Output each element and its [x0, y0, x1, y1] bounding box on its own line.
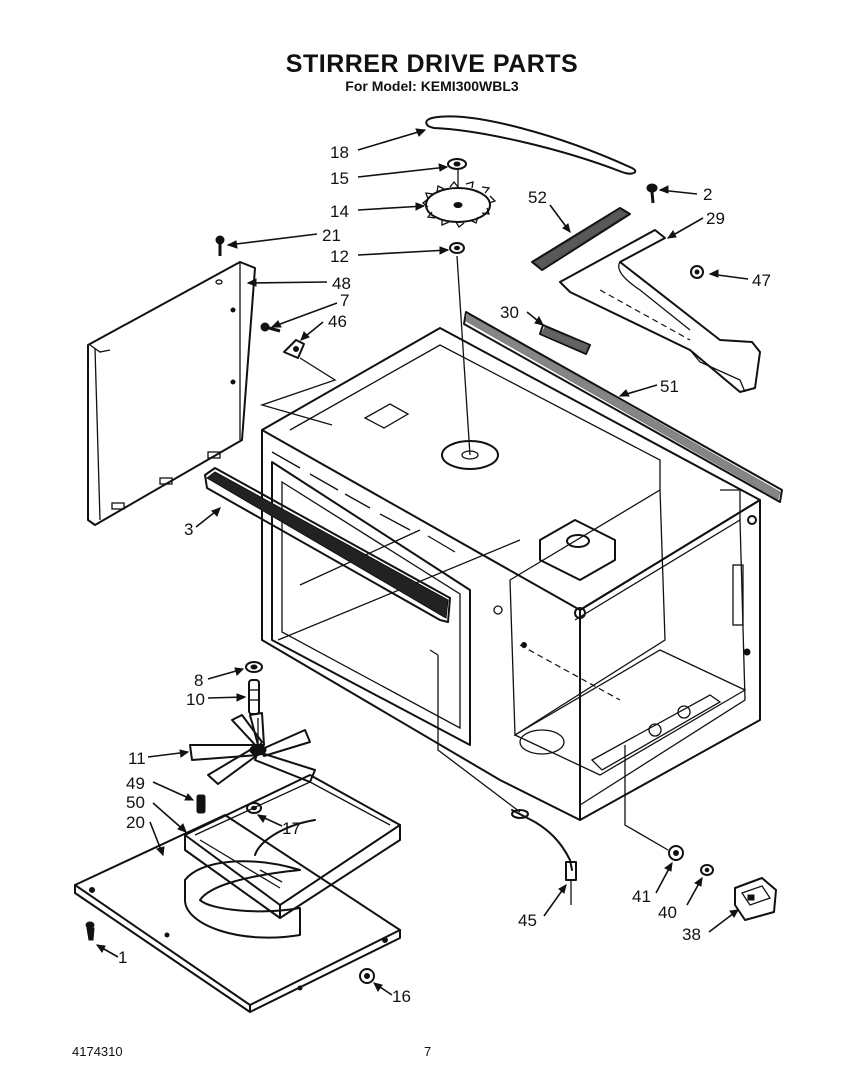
part-49-pin: [196, 794, 206, 814]
part-10-shaft: [248, 679, 260, 715]
wire-guide-line: [437, 655, 521, 813]
part-48-side-panel: [87, 261, 256, 526]
callout-48: 48: [332, 274, 351, 293]
callout-46: 46: [328, 312, 347, 331]
callout-16: 16: [392, 987, 411, 1006]
callout-38: 38: [682, 925, 701, 944]
callout-1: 1: [118, 948, 127, 967]
callout-41: 41: [632, 887, 651, 906]
assembly-guide-line: [259, 357, 337, 426]
assembly-dash-line: [519, 644, 621, 701]
part-52-bracket: [531, 207, 631, 271]
callout-20: 20: [126, 813, 145, 832]
part-50-cover: [184, 774, 401, 939]
callout-12: 12: [330, 247, 349, 266]
part-51-rail: [463, 311, 783, 503]
part-47-nut: [690, 265, 704, 279]
part-8-nut: [245, 661, 263, 673]
callout-14: 14: [330, 202, 349, 221]
callout-11: 11: [128, 749, 146, 768]
callout-15: 15: [330, 169, 349, 188]
callout-leaders: [95, 128, 749, 996]
callout-21: 21: [322, 226, 341, 245]
callout-50: 50: [126, 793, 145, 812]
callout-52: 52: [528, 188, 547, 207]
callout-17: 17: [282, 819, 301, 838]
callout-30: 30: [500, 303, 519, 322]
callout-8: 8: [194, 671, 203, 690]
callout-18: 18: [330, 143, 349, 162]
part-3-gasket: [204, 467, 451, 623]
part-18-drive-belt: [425, 115, 637, 175]
part-38-switch: [734, 877, 777, 921]
part-46-clip: [283, 339, 305, 359]
callout-47: 47: [752, 271, 771, 290]
part-45-sensor: [511, 809, 577, 905]
part-1-screw: [85, 921, 95, 941]
wire-guide-line-3: [624, 745, 669, 851]
part-21-screw: [215, 235, 225, 285]
part-30-block: [539, 324, 591, 355]
callout-7: 7: [340, 291, 349, 310]
callout-51: 51: [660, 377, 679, 396]
part-20-bottom-plate: [74, 814, 401, 1013]
page-number: 7: [424, 1044, 432, 1059]
oven-cavity: [261, 327, 761, 821]
part-12-washer: [449, 242, 465, 254]
document-number: 4174310: [72, 1044, 123, 1059]
part-15-nut: [447, 158, 467, 170]
part-29-motor-bracket: [559, 229, 761, 393]
callout-29: 29: [706, 209, 725, 228]
part-7-screw: [260, 322, 281, 333]
part-2-screw: [646, 183, 658, 204]
page-title: STIRRER DRIVE PARTS: [285, 50, 579, 78]
callout-10: 10: [186, 690, 205, 709]
part-16-nut: [359, 968, 375, 984]
wire-guide-line-2: [429, 649, 439, 656]
callout-2: 2: [703, 185, 712, 204]
part-40-washer: [700, 864, 714, 876]
callout-49: 49: [126, 774, 145, 793]
callout-45: 45: [518, 911, 537, 930]
model-subtitle: For Model: KEMI300WBL3: [345, 78, 519, 94]
part-41-nut: [668, 845, 684, 861]
part-11-stirrer-blade: [189, 712, 316, 785]
callout-3: 3: [184, 520, 193, 539]
callout-40: 40: [658, 903, 677, 922]
part-14-pulley: [421, 170, 497, 228]
stirrer-axis-line: [456, 255, 471, 456]
